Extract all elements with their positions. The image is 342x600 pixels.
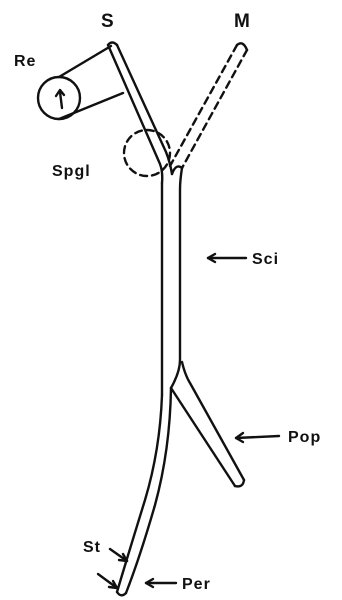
label-per: Per xyxy=(182,576,211,593)
label-re: Re xyxy=(14,53,36,70)
sci-arrow-icon xyxy=(208,254,246,262)
popliteal-left-edge xyxy=(171,388,235,486)
label-pop: Pop xyxy=(288,429,321,446)
peroneal-tip xyxy=(117,592,126,595)
per-arrow-icon xyxy=(146,579,176,587)
popliteal-branch xyxy=(171,362,244,486)
dashed-branch-right-edge xyxy=(182,50,247,168)
label-st: St xyxy=(83,539,101,556)
st-arrow-upper-icon xyxy=(110,549,127,561)
label-spgl: Spgl xyxy=(52,163,91,180)
peroneal-left-edge xyxy=(117,395,162,592)
sciatic-right-edge xyxy=(171,168,182,388)
dashed-branch-m xyxy=(170,43,247,168)
electrode-bottom-edge xyxy=(59,93,123,119)
peroneal-nerve xyxy=(117,388,171,595)
sciatic-trunk xyxy=(162,168,182,395)
label-sci: Sci xyxy=(252,251,279,268)
branch-s-tip xyxy=(108,43,117,46)
st-arrow-lower-icon xyxy=(98,574,117,588)
pop-arrow-icon xyxy=(236,433,279,442)
arrows xyxy=(98,254,279,588)
label-m: M xyxy=(234,11,250,32)
label-s: S xyxy=(101,11,114,32)
branch-s-right-edge xyxy=(117,45,172,174)
dashed-branch-left-edge xyxy=(170,45,237,166)
electrode-top-edge xyxy=(59,46,111,77)
popliteal-tip xyxy=(235,480,244,486)
dashed-branch-tip xyxy=(237,43,247,50)
recording-electrode xyxy=(38,46,123,119)
electrode-arrow-icon xyxy=(56,90,64,108)
branch-s-left-edge xyxy=(108,45,162,183)
